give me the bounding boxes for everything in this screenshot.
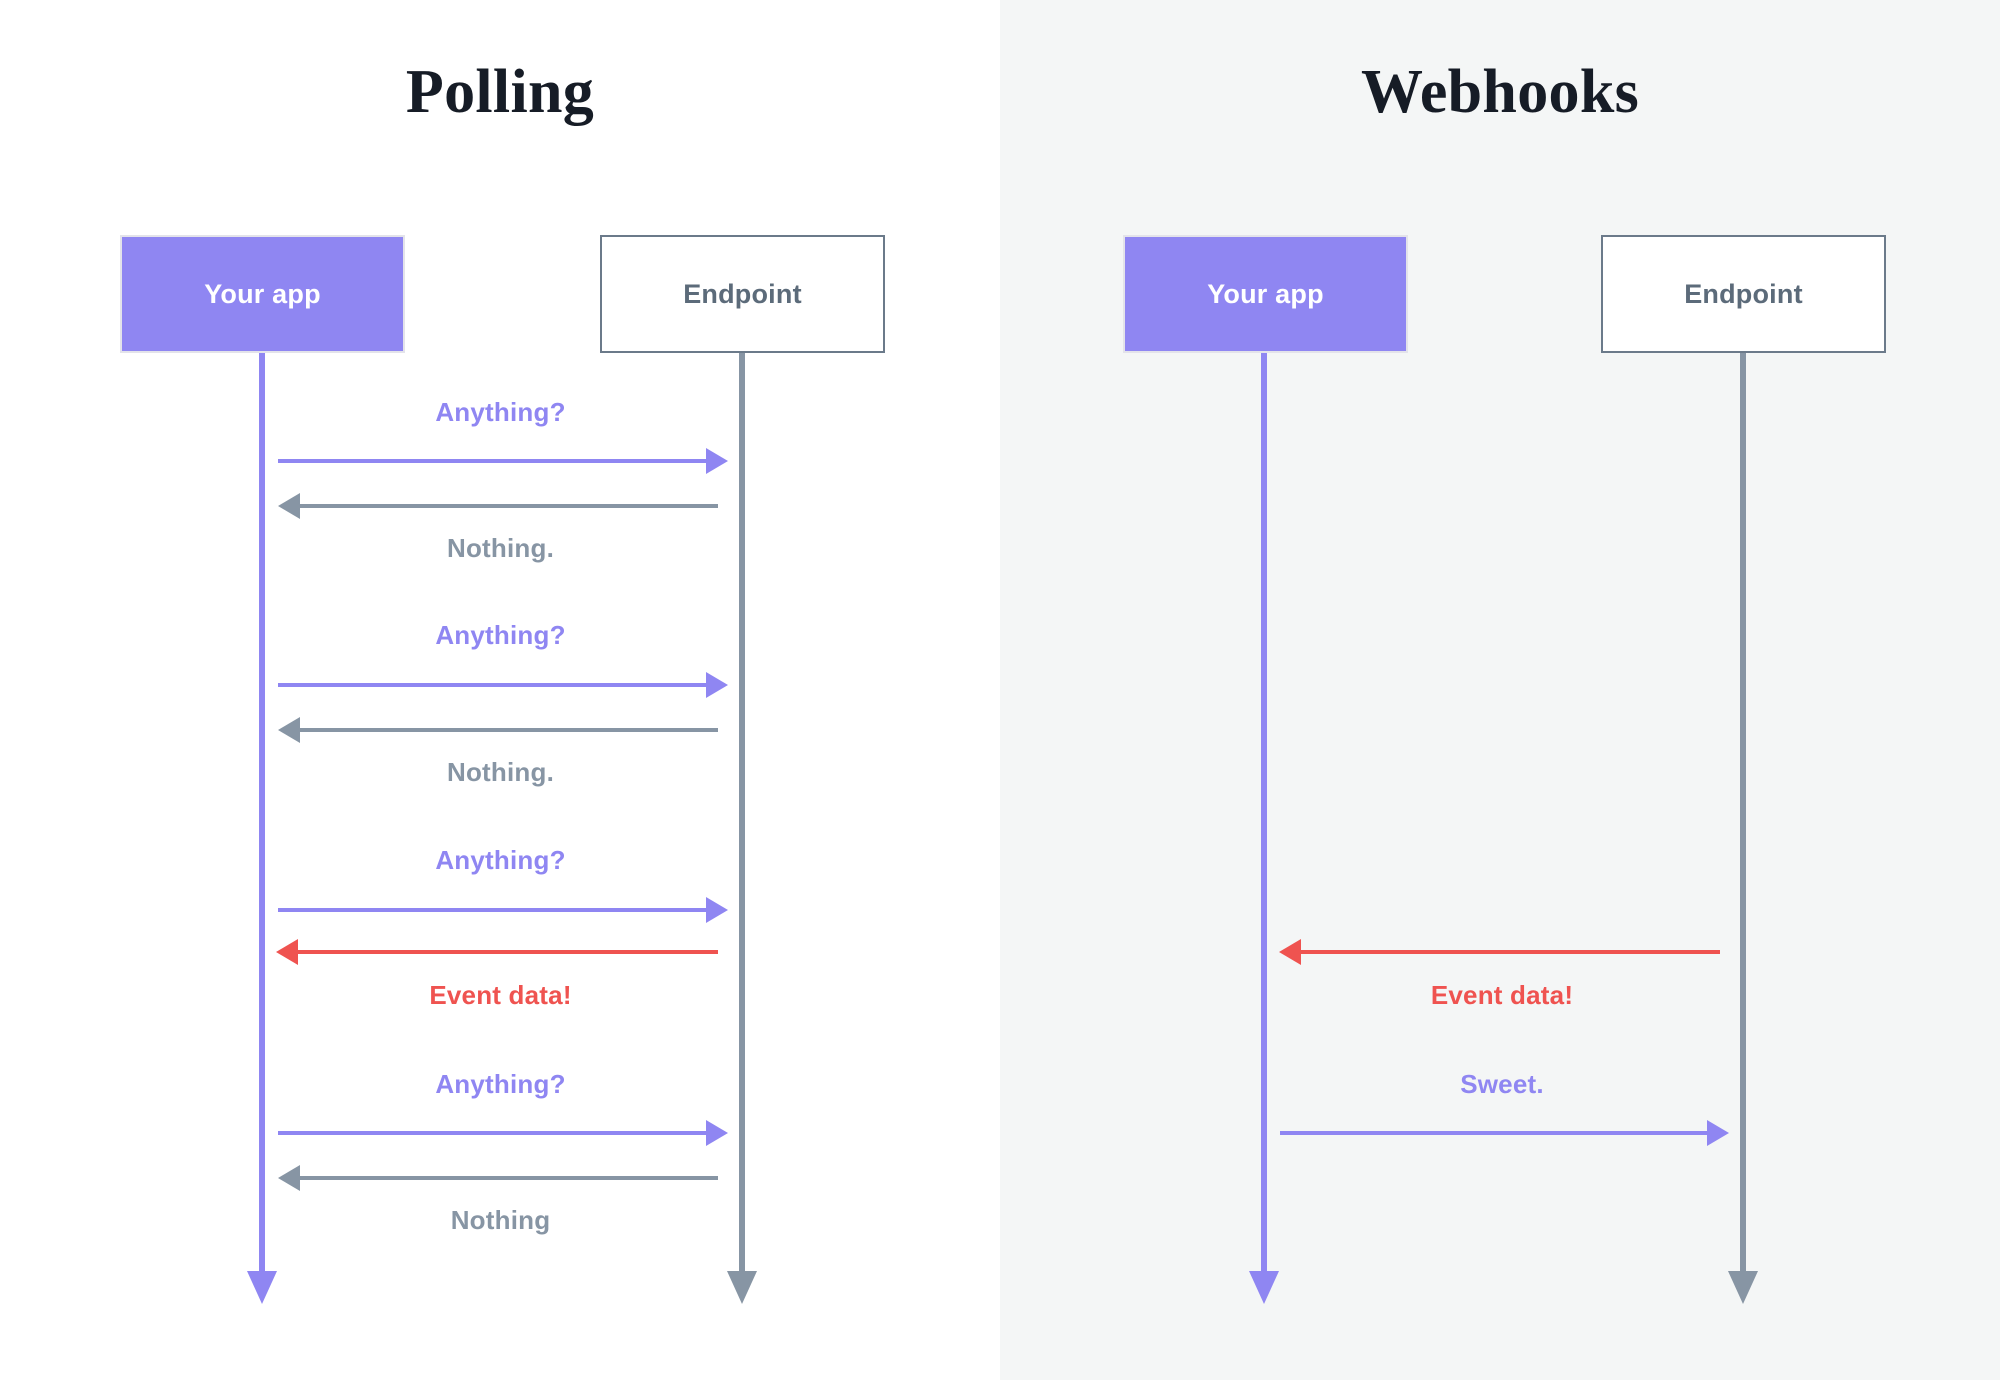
message-line-6 — [296, 950, 718, 954]
message-line-3 — [278, 683, 710, 687]
message-arrowhead-4 — [278, 717, 300, 743]
lifeline-your-app-webhooks — [1261, 353, 1267, 1273]
message-label-6: Event data! — [429, 980, 572, 1010]
panel-polling: Polling Your app Endpoint Anything? Noth… — [120, 58, 885, 1304]
lifeline-endpoint-webhooks — [1740, 353, 1746, 1273]
participant-box-your-app: Your app — [120, 235, 405, 353]
participant-box-endpoint: Endpoint — [600, 235, 885, 353]
message-line-5 — [278, 908, 710, 912]
page-title-webhooks: Webhooks — [1360, 58, 1640, 126]
message-arrowhead-3 — [706, 672, 728, 698]
lifeline-arrowhead-endpoint-webhooks — [1728, 1271, 1758, 1304]
message-arrowhead-8 — [278, 1165, 300, 1191]
lifeline-arrowhead-your-app-webhooks — [1249, 1271, 1279, 1304]
message-label-4: Nothing. — [446, 757, 554, 787]
participant-label-endpoint-webhooks: Endpoint — [1684, 278, 1803, 309]
lifeline-your-app — [259, 353, 265, 1273]
message-arrowhead-1 — [706, 448, 728, 474]
lifeline-arrowhead-your-app — [247, 1271, 277, 1304]
message-label-webhook-2: Sweet. — [1460, 1069, 1544, 1099]
message-label-3: Anything? — [435, 620, 566, 650]
lifeline-endpoint — [739, 353, 745, 1273]
message-line-webhook-2 — [1280, 1131, 1711, 1135]
message-arrowhead-7 — [706, 1120, 728, 1146]
message-line-4 — [298, 728, 718, 732]
participant-label-endpoint: Endpoint — [683, 278, 802, 309]
message-label-webhook-1: Event data! — [1430, 980, 1574, 1010]
participant-box-your-app-webhooks: Your app — [1123, 235, 1408, 353]
participant-label-your-app-webhooks: Your app — [1207, 278, 1324, 309]
message-arrowhead-6 — [276, 939, 298, 965]
message-label-1: Anything? — [435, 397, 566, 427]
message-arrowhead-2 — [278, 493, 300, 519]
message-label-2: Nothing. — [446, 533, 554, 563]
message-line-7 — [278, 1131, 710, 1135]
message-label-7: Anything? — [435, 1069, 566, 1099]
message-line-8 — [298, 1176, 718, 1180]
message-label-8: Nothing — [450, 1205, 551, 1235]
participant-label-your-app: Your app — [204, 278, 321, 309]
message-line-webhook-1 — [1299, 950, 1720, 954]
message-label-5: Anything? — [435, 845, 566, 875]
message-arrowhead-webhook-2 — [1707, 1120, 1729, 1146]
message-line-1 — [278, 459, 710, 463]
panel-webhooks: Webhooks Your app Endpoint Event data! S… — [1000, 0, 2000, 1380]
lifeline-arrowhead-endpoint — [727, 1271, 757, 1304]
message-arrowhead-5 — [706, 897, 728, 923]
message-line-2 — [298, 504, 718, 508]
message-arrowhead-webhook-1 — [1279, 939, 1301, 965]
page-title-polling: Polling — [405, 58, 595, 126]
participant-box-endpoint-webhooks: Endpoint — [1601, 235, 1886, 353]
